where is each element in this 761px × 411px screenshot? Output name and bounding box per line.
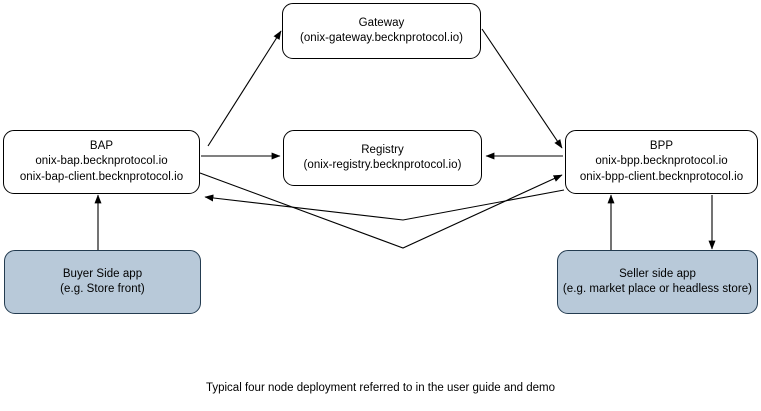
diagram-caption: Typical four node deployment referred to…	[205, 382, 556, 394]
node-bpp-title: BPP	[649, 139, 674, 152]
node-bap-subtitle: onix-bap.becknprotocol.io	[35, 155, 168, 168]
node-bpp-subtitle-client: onix-bpp-client.becknprotocol.io	[579, 170, 744, 183]
node-buyer-side-app-title: Buyer Side app	[62, 267, 143, 280]
connector-bap-to-bpp	[199, 172, 563, 249]
node-gateway-title: Gateway	[358, 16, 405, 29]
node-buyer-side-app[interactable]: Buyer Side app (e.g. Store front)	[4, 250, 201, 314]
node-registry-title: Registry	[361, 143, 404, 156]
connector-bpp-to-bap	[204, 189, 565, 221]
node-bap-subtitle-client: onix-bap-client.becknprotocol.io	[19, 170, 184, 183]
node-gateway[interactable]: Gateway (onix-gateway.becknprotocol.io)	[282, 3, 481, 59]
node-bpp-subtitle: onix-bpp.becknprotocol.io	[595, 155, 728, 168]
node-seller-side-app-title: Seller side app	[619, 267, 696, 280]
node-bpp[interactable]: BPP onix-bpp.becknprotocol.io onix-bpp-c…	[565, 130, 758, 194]
node-seller-side-app-subtitle: (e.g. market place or headless store)	[562, 283, 753, 295]
node-buyer-side-app-subtitle: (e.g. Store front)	[60, 283, 145, 295]
node-registry[interactable]: Registry (onix-registry.becknprotocol.io…	[283, 130, 482, 186]
node-seller-side-app[interactable]: Seller side app (e.g. market place or he…	[557, 250, 758, 314]
node-gateway-subtitle: (onix-gateway.becknprotocol.io)	[299, 32, 464, 44]
node-bap-title: BAP	[89, 139, 114, 152]
node-bap[interactable]: BAP onix-bap.becknprotocol.io onix-bap-c…	[3, 130, 200, 194]
connector-gateway-to-bpp	[481, 28, 563, 149]
connector-bap-to-gateway	[207, 30, 282, 147]
node-registry-subtitle: (onix-registry.becknprotocol.io)	[303, 159, 462, 171]
